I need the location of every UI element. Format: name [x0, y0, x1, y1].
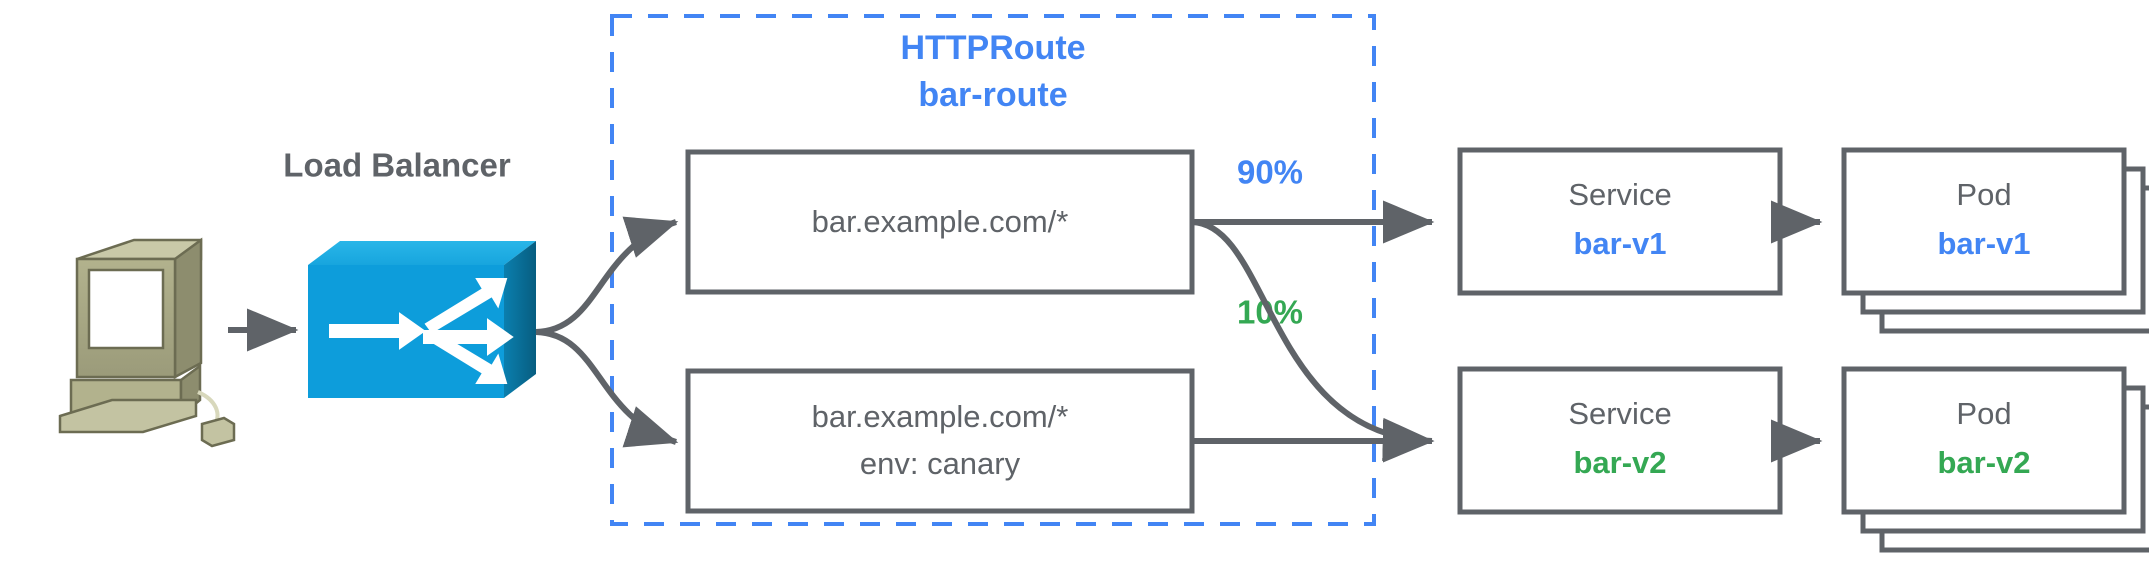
rule-2-match-line1: bar.example.com/*	[812, 399, 1069, 434]
rule-box-2[interactable]: bar.example.com/* env: canary	[685, 368, 1195, 514]
service-v1-kind: Service	[1568, 177, 1671, 212]
pod-v2-stack-front	[1841, 366, 2127, 515]
pod-v2-kind: Pod	[1956, 396, 2011, 431]
rule-box-1[interactable]: bar.example.com/*	[685, 149, 1195, 295]
httproute-name-label: bar-route	[918, 76, 1067, 114]
pod-stack-bar-v2[interactable]: Pod bar-v2	[1841, 366, 2149, 553]
rule-1-match-line1: bar.example.com/*	[812, 204, 1069, 239]
pod-stack-bar-v1[interactable]: Pod bar-v1	[1841, 147, 2149, 334]
weight-label-90: 90%	[1237, 154, 1303, 191]
edge-lb-to-rule-1	[535, 216, 679, 335]
pod-v1-kind: Pod	[1956, 177, 2011, 212]
service-box-bar-v1[interactable]: Service bar-v1	[1457, 147, 1783, 296]
rule-2-match-line2: env: canary	[860, 446, 1021, 481]
service-v2-kind: Service	[1568, 396, 1671, 431]
service-v2-name: bar-v2	[1573, 445, 1666, 480]
service-box-bar-v2[interactable]: Service bar-v2	[1457, 366, 1783, 515]
load-balancer-label: Load Balancer	[283, 147, 511, 184]
load-balancer-icon[interactable]	[308, 241, 536, 398]
pod-v1-name: bar-v1	[1937, 226, 2030, 261]
workstation-icon	[58, 237, 236, 448]
pod-v2-name: bar-v2	[1937, 445, 2030, 480]
edge-lb-to-rule-2	[535, 329, 679, 448]
pod-v1-stack-front	[1841, 147, 2127, 296]
service-v1-name: bar-v1	[1573, 226, 1666, 261]
edge-rule1-to-service-v2	[1191, 219, 1435, 462]
httproute-kind-label: HTTPRoute	[900, 29, 1085, 67]
